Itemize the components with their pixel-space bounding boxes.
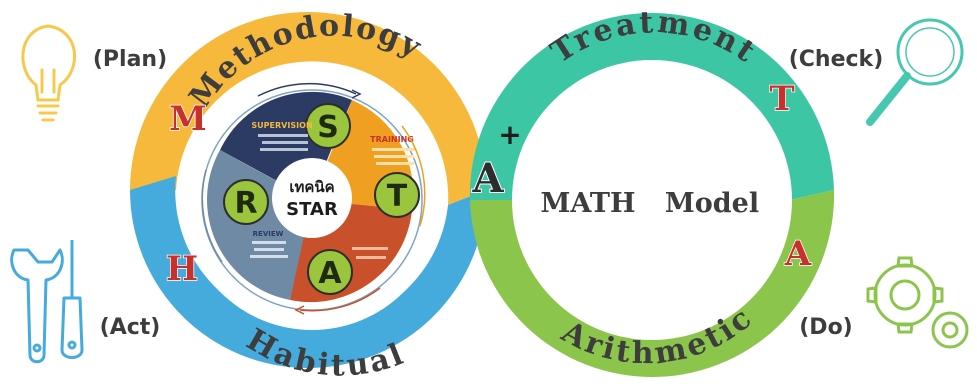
right-ring (469, 12, 835, 378)
ring-letter-m: M (169, 99, 207, 139)
ring-plus: + (498, 118, 521, 151)
star-caption-supervision: SUPERVISION (251, 121, 312, 130)
magnifier-icon (866, 18, 964, 126)
ring-yellow-segment (130, 12, 486, 205)
screwdriver-icon (60, 240, 84, 359)
star-hub (272, 158, 352, 238)
ring-letter-center-a: A (471, 155, 504, 202)
star-center-line1: เทคนิค (289, 178, 334, 196)
pdca-do-label: (Do) (799, 315, 853, 340)
ring-green-segment (470, 190, 835, 378)
gears-icon (866, 256, 969, 349)
star-letter-a: A (318, 256, 342, 291)
star-letter-r: R (234, 186, 257, 221)
ring-blue-segment (130, 176, 486, 368)
star-center-line2: STAR (286, 199, 338, 220)
lightbulb-icon (21, 24, 76, 122)
pdca-check-label: (Check) (789, 47, 884, 72)
star-caption-review: REVIEW (253, 230, 284, 238)
ring-letter-a: A (784, 234, 812, 274)
star-letter-s: S (317, 110, 339, 145)
model-title-model: Model (665, 188, 759, 219)
pdca-act-label: (Act) (100, 315, 161, 340)
ring-letter-t: T (769, 79, 794, 119)
model-title-math: MATH (541, 188, 636, 219)
ring-teal-segment (469, 12, 834, 200)
ring-letter-h: H (166, 249, 198, 289)
left-ring (130, 12, 486, 368)
star-wheel: เทคนิค STAR S T A R SUPERVISION TRAINING… (182, 70, 442, 330)
star-caption-training: TRAINING (370, 135, 414, 144)
pdca-plan-label: (Plan) (93, 47, 167, 72)
star-letter-t: T (387, 179, 408, 214)
wrench-icon (10, 248, 64, 364)
